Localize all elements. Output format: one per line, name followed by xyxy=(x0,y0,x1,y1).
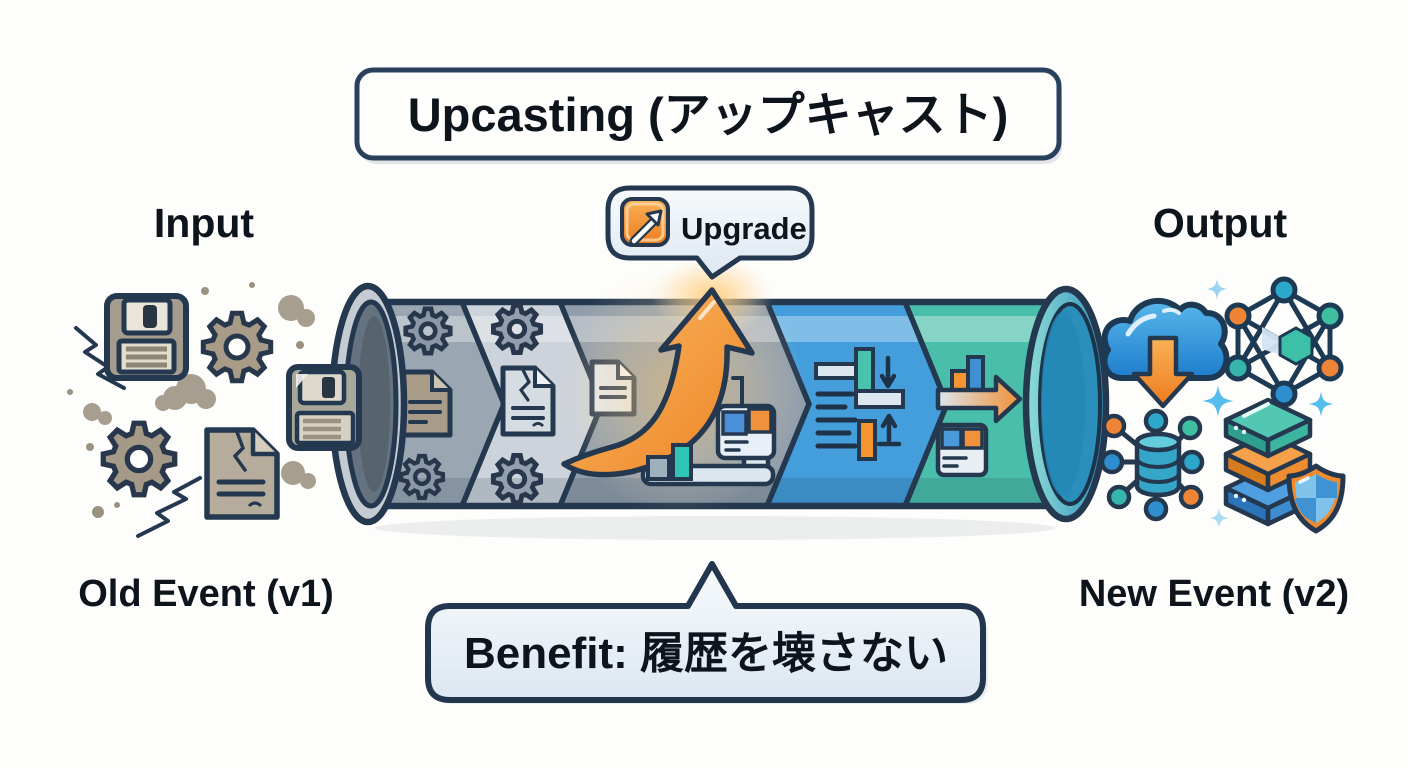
page-title: Upcasting (アップキャスト) xyxy=(408,88,1009,141)
floppy-disk-icon xyxy=(286,364,362,451)
pipe-opening-rim xyxy=(328,282,408,526)
crack-marks-icon xyxy=(74,326,202,538)
benefit-text: Benefit: 履歴を壊さない xyxy=(464,629,948,678)
sparkle-icon xyxy=(1209,508,1229,528)
pipeline xyxy=(286,255,1110,540)
table-icon xyxy=(935,422,989,478)
shield-icon xyxy=(1286,463,1346,534)
layer-stack-icon xyxy=(1223,397,1313,527)
upgrade-badge: Upgrade xyxy=(605,185,815,280)
cloud-download-icon xyxy=(1101,298,1230,409)
sparkle-icon xyxy=(1308,391,1334,417)
old-document-icon xyxy=(399,369,453,438)
new-event-caption: New Event (v2) xyxy=(1079,573,1349,615)
database-network-icon xyxy=(1099,408,1205,522)
dust-clouds-icon xyxy=(83,295,316,489)
benefit-bubble: Benefit: 履歴を壊さない xyxy=(425,561,988,704)
network-graph-icon xyxy=(1224,276,1344,408)
output-label: Output xyxy=(1153,200,1288,246)
output-icon-cluster xyxy=(1099,276,1346,534)
upgrade-label: Upgrade xyxy=(681,211,807,246)
bar-chart-arrow-icon xyxy=(935,355,1023,424)
arrow-shine xyxy=(698,300,716,320)
pipe-end-cap xyxy=(1022,285,1110,523)
floppy-disk-icon xyxy=(104,293,189,381)
sparkle-icon xyxy=(1202,385,1234,417)
gear-icon xyxy=(203,313,270,380)
title-box: Upcasting (アップキャスト) xyxy=(354,67,1062,164)
input-label: Input xyxy=(154,200,255,246)
database-icon xyxy=(1134,431,1182,498)
input-icon-cluster xyxy=(67,282,349,538)
old-event-caption: Old Event (v1) xyxy=(78,573,334,615)
schema-blocks-icon xyxy=(640,376,777,487)
cracked-document-icon xyxy=(204,427,280,520)
column-transform-icon xyxy=(814,347,905,461)
arrow-up-right-icon xyxy=(620,197,670,247)
cracked-document-icon xyxy=(500,365,556,437)
upgrade-arrow-icon xyxy=(561,287,755,478)
gear-icon xyxy=(103,423,174,494)
sparkle-icon xyxy=(1206,278,1228,300)
pipe-shadow xyxy=(375,516,1055,540)
